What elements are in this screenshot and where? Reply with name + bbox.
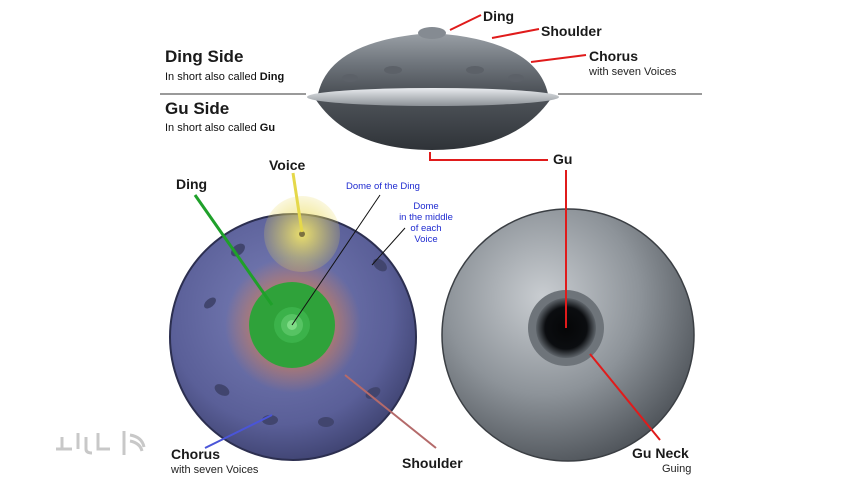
- ding-side-sub-bold: Ding: [259, 71, 285, 83]
- label-dome-of-ding: Dome of the Ding: [346, 181, 420, 192]
- label-chorus-top: Chorus: [589, 48, 638, 64]
- gu-side-view: [441, 208, 695, 462]
- label-shoulder-top: Shoulder: [541, 23, 602, 39]
- dome-middle-line-1: Dome: [413, 201, 439, 212]
- label-chorus-sub: with seven Voices: [171, 464, 259, 476]
- label-gu-top: Gu: [553, 151, 573, 167]
- label-ding: Ding: [176, 176, 208, 192]
- handpan-side-view: [307, 27, 559, 150]
- label-chorus-top-sub: with seven Voices: [589, 66, 677, 78]
- watermark-logo: [52, 425, 152, 461]
- top-leader-lines: [429, 14, 587, 161]
- ding-side-leader-lines: [193, 172, 437, 449]
- ding-side-subtitle: In short also called Ding: [165, 71, 284, 83]
- label-voice: Voice: [269, 157, 306, 173]
- gu-side-leader-lines: [565, 170, 661, 441]
- gu-side-sub-prefix: In short also called: [165, 122, 260, 134]
- label-shoulder: Shoulder: [402, 455, 463, 471]
- label-gu-neck: Gu Neck: [632, 445, 689, 461]
- gu-side-subtitle: In short also called Gu: [165, 122, 275, 134]
- label-chorus: Chorus: [171, 446, 220, 462]
- label-ding-top: Ding: [483, 8, 515, 24]
- ding-side-title: Ding Side: [165, 47, 244, 66]
- label-gu-neck-sub: Guing: [662, 463, 692, 475]
- dome-middle-line-2: in the middle: [399, 212, 453, 223]
- ding-side-sub-prefix: In short also called: [165, 71, 260, 83]
- label-dome-middle-voice: Dome in the middle of each Voice: [394, 201, 458, 245]
- gu-side-title: Gu Side: [165, 99, 230, 118]
- ding-side-view: [169, 196, 417, 461]
- dome-middle-line-4: Voice: [414, 234, 438, 245]
- dome-middle-line-3: of each: [410, 223, 442, 234]
- gu-side-sub-bold: Gu: [259, 122, 276, 134]
